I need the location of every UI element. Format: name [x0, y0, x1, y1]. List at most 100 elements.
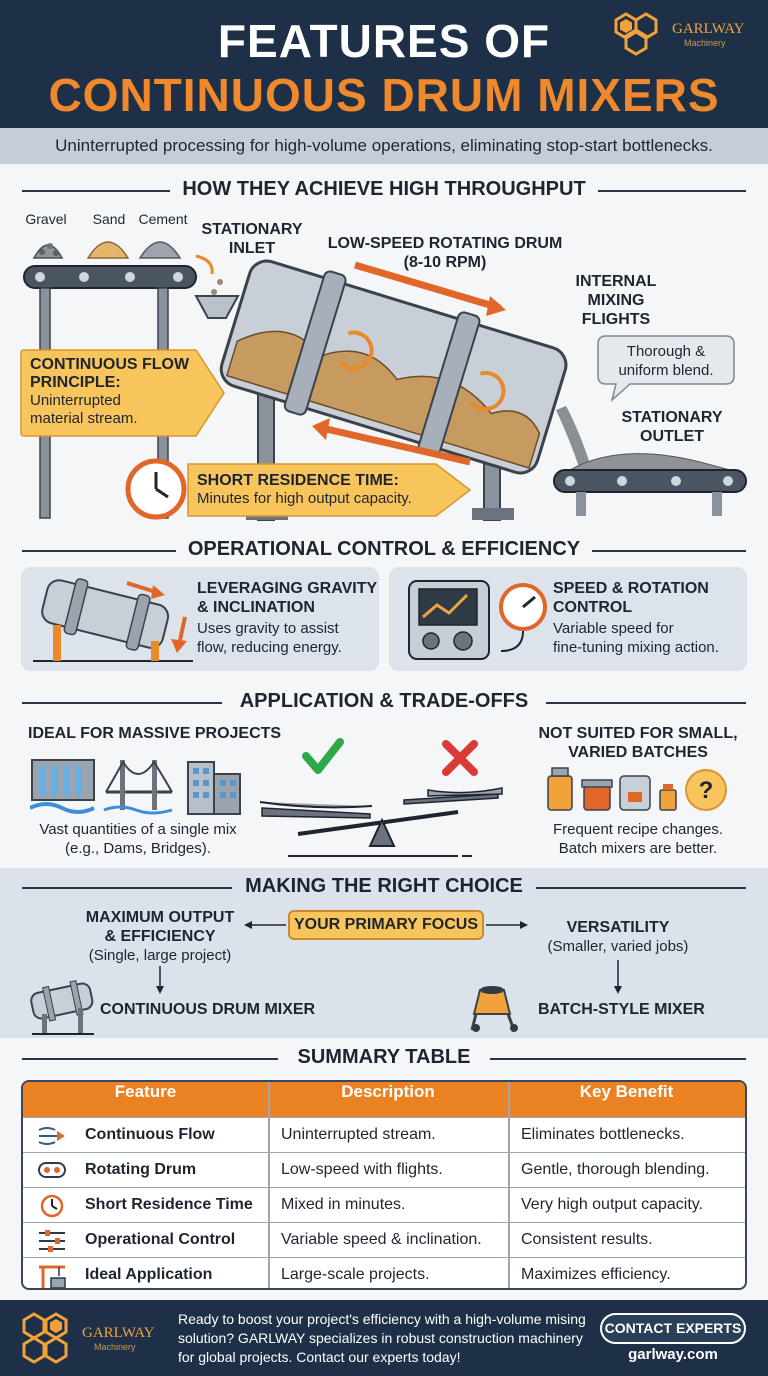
choice-arrows: [30, 921, 622, 1035]
table-row: Ideal Application Large-scale projects. …: [23, 1257, 745, 1288]
title-line-2: CONTINUOUS DRUM MIXERS: [48, 69, 720, 121]
table-row: Operational Control Variable speed & inc…: [23, 1222, 745, 1257]
brand-name: GARLWAY: [672, 20, 745, 37]
clock-icon: [40, 1194, 64, 1218]
material-cement: Cement: [138, 211, 188, 227]
feature-cell: Continuous Flow: [85, 1126, 215, 1143]
column-divider: [268, 1082, 270, 1288]
not-suited-title: NOT SUITED FOR SMALL,VARIED BATCHES: [538, 725, 738, 761]
jar-icon: [581, 779, 613, 811]
garlway-logo-footer[interactable]: GARLWAY Machinery: [20, 1312, 155, 1364]
primary-focus-badge: YOUR PRIMARY FOCUS: [288, 910, 484, 940]
contact-experts-button[interactable]: CONTACT EXPERTS: [600, 1313, 746, 1344]
inclined-drum-icon: [33, 578, 193, 662]
blend-bubble-text: Thorough &uniform blend.: [618, 343, 714, 379]
brand-tagline: Machinery: [94, 1341, 136, 1352]
header-banner: FEATURES OF CONTINUOUS DRUM MIXERS GARLW…: [0, 0, 768, 128]
table-row: Continuous Flow Uninterrupted stream. El…: [23, 1117, 745, 1152]
choice-section-bg: [0, 868, 768, 1038]
benefit-cell: Consistent results.: [521, 1231, 653, 1248]
section-title: APPLICATION & TRADE-OFFS: [239, 690, 529, 712]
material-gravel: Gravel: [25, 211, 67, 227]
dam-icon: [30, 759, 95, 814]
header-benefit: Key Benefit: [579, 1082, 674, 1101]
drum-label: LOW-SPEED ROTATING DRUM(8-10 RPM): [327, 235, 563, 271]
residence-callout: SHORT RESIDENCE TIME: Minutes for high o…: [197, 472, 412, 507]
section-title: HOW THEY ACHIEVE HIGH THROUGHPUT: [182, 178, 586, 200]
bridge-icon: [103, 759, 173, 815]
subtitle: Uninterrupted processing for high-volume…: [55, 136, 713, 155]
residence-callout-shape: [187, 463, 472, 517]
batch-mixer-result: BATCH-STYLE MIXER: [538, 1001, 705, 1018]
brand-tagline: Machinery: [684, 37, 726, 48]
feature-cell: Ideal Application: [85, 1266, 213, 1283]
description-cell: Variable speed & inclination.: [281, 1231, 482, 1248]
description-cell: Mixed in minutes.: [281, 1196, 406, 1213]
section-header-throughput: HOW THEY ACHIEVE HIGH THROUGHPUT: [0, 178, 768, 202]
versatility-title: VERSATILITY: [566, 919, 670, 936]
gravel-pile-icon: [32, 243, 64, 259]
balance-scale-icon: [259, 738, 503, 857]
column-divider: [508, 1082, 510, 1288]
drum-icon: [38, 1162, 66, 1178]
feature-cell: Operational Control: [85, 1231, 236, 1248]
continuous-mixer-result: CONTINUOUS DRUM MIXER: [100, 1001, 316, 1018]
header-feature: Feature: [114, 1082, 177, 1101]
material-sand: Sand: [92, 211, 126, 227]
header-description: Description: [341, 1082, 435, 1101]
section-title: SUMMARY TABLE: [297, 1046, 471, 1068]
sand-pile-icon: [86, 241, 130, 259]
svg-text:?: ?: [699, 777, 714, 804]
hexagon-logo-icon: [614, 12, 658, 56]
ideal-title: IDEAL FOR MASSIVE PROJECTS: [28, 725, 282, 742]
flow-callout: CONTINUOUS FLOW PRINCIPLE: Uninterrupted…: [30, 356, 190, 427]
cross-icon: [442, 740, 478, 776]
description-cell: Uninterrupted stream.: [281, 1126, 436, 1143]
table-row: Short Residence Time Mixed in minutes. V…: [23, 1187, 745, 1222]
sliders-icon: [39, 1230, 65, 1252]
varied-batches-icons: ?: [547, 767, 727, 811]
benefit-cell: Maximizes efficiency.: [521, 1266, 671, 1283]
question-icon: [685, 769, 727, 811]
jar-icon: [547, 767, 573, 811]
crane-icon: [39, 1265, 66, 1288]
cement-pile-icon: [138, 241, 182, 259]
flow-callout-shape: [20, 349, 225, 437]
building-icon: [187, 761, 241, 815]
garlway-logo[interactable]: GARLWAY Machinery: [612, 12, 745, 56]
gravity-panel: LEVERAGING GRAVITY& INCLINATION Uses gra…: [21, 567, 379, 671]
batch-mixer-icon: [470, 986, 518, 1032]
benefit-cell: Very high output capacity.: [521, 1196, 704, 1213]
footer-message: Ready to boost your project's efficiency…: [178, 1311, 586, 1365]
section-header-summary: SUMMARY TABLE: [0, 1046, 768, 1070]
ideal-desc: Vast quantities of a single mix(e.g., Da…: [39, 821, 237, 857]
table-header: Feature Description Key Benefit: [23, 1082, 745, 1117]
description-cell: Large-scale projects.: [281, 1266, 430, 1283]
gravity-title: LEVERAGING GRAVITY& INCLINATION: [197, 580, 378, 616]
flow-icon: [38, 1127, 65, 1145]
table-row: Rotating Drum Low-speed with flights. Ge…: [23, 1152, 745, 1187]
max-output-sub: (Single, large project): [88, 947, 232, 964]
benefit-cell: Gentle, thorough blending.: [521, 1161, 710, 1178]
section-header-choice: MAKING THE RIGHT CHOICE: [0, 875, 768, 899]
website-link[interactable]: garlway.com: [628, 1346, 718, 1363]
not-suited-desc: Frequent recipe changes.Batch mixers are…: [552, 821, 724, 857]
section-title: OPERATIONAL CONTROL & EFFICIENCY: [187, 538, 581, 560]
checkmark-icon: [302, 738, 344, 774]
rotating-drum-icon: [219, 259, 568, 475]
control-panel-icon: [408, 580, 547, 660]
right-conveyor-icon: [553, 453, 747, 516]
title-line-1: FEATURES OF: [217, 15, 551, 67]
section-header-control: OPERATIONAL CONTROL & EFFICIENCY: [0, 538, 768, 562]
description-cell: Low-speed with flights.: [281, 1161, 443, 1178]
versatility-sub: (Smaller, varied jobs): [547, 938, 689, 955]
section-title: MAKING THE RIGHT CHOICE: [245, 875, 523, 897]
continuous-mixer-icon: [30, 980, 94, 1035]
